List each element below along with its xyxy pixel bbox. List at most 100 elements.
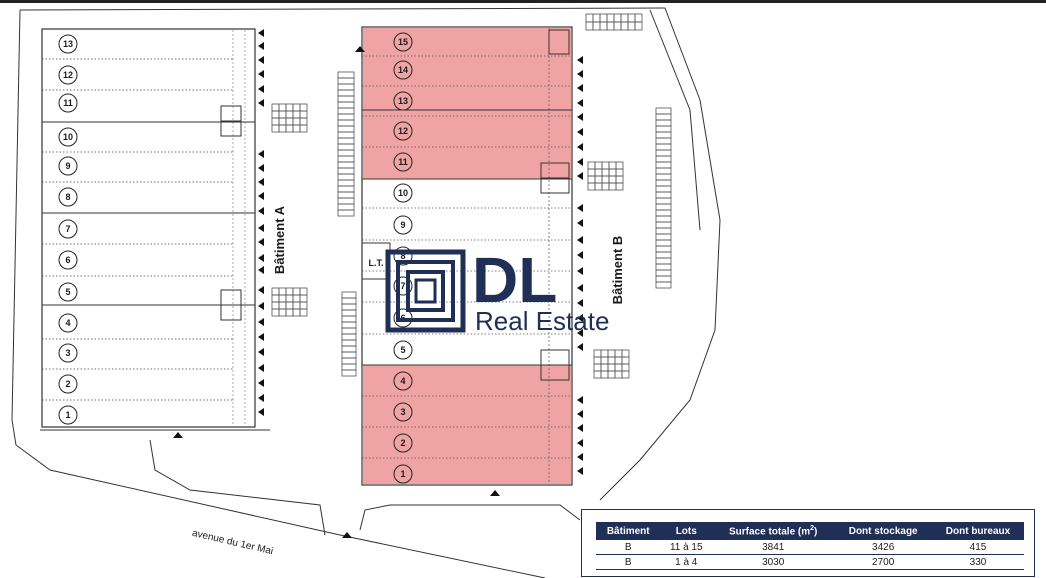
brand-sub: Real Estate bbox=[475, 306, 609, 336]
building-b-lot-2: 2 bbox=[393, 433, 413, 453]
lot-number: 12 bbox=[63, 70, 73, 80]
access-marker-icon bbox=[577, 267, 583, 275]
building-a-lot-11: 11 bbox=[58, 93, 78, 113]
building-a-lot-9: 9 bbox=[58, 156, 78, 176]
access-marker-icon bbox=[577, 453, 583, 461]
access-marker-icon bbox=[258, 178, 264, 186]
access-marker-icon bbox=[490, 490, 500, 496]
access-marker-icon bbox=[577, 84, 583, 92]
lot-number: 5 bbox=[65, 287, 70, 297]
lots-table-panel: Bâtiment Lots Surface totale (m2) Dont s… bbox=[581, 509, 1035, 577]
lot-number: 4 bbox=[65, 318, 70, 328]
th-batiment: Bâtiment bbox=[596, 522, 661, 540]
lot-number: 15 bbox=[398, 37, 408, 47]
site-outline bbox=[11, 7, 721, 578]
highlighted-lots-11-15 bbox=[363, 28, 571, 179]
cell-bureaux: 330 bbox=[931, 554, 1024, 570]
access-marker-icon bbox=[258, 164, 264, 172]
highlighted-lots-1-4 bbox=[363, 365, 571, 484]
access-marker-icon bbox=[342, 532, 352, 538]
building-a-lot-8: 8 bbox=[58, 187, 78, 207]
lot-number: 7 bbox=[400, 281, 405, 291]
access-marker-icon bbox=[258, 379, 264, 387]
access-marker-icon bbox=[258, 224, 264, 232]
lot-number: 13 bbox=[63, 39, 73, 49]
lot-number: 2 bbox=[400, 438, 405, 448]
cell-bureaux: 415 bbox=[931, 540, 1024, 555]
access-marker-icon bbox=[577, 424, 583, 432]
building-b-lot-14: 14 bbox=[393, 60, 413, 80]
access-marker-icon bbox=[258, 333, 264, 341]
access-marker-icon bbox=[577, 314, 583, 322]
lot-number: 3 bbox=[65, 348, 70, 358]
access-marker-icon bbox=[577, 236, 583, 244]
table-row: B 11 à 15 3841 3426 415 bbox=[596, 540, 1024, 555]
lot-number: 9 bbox=[400, 220, 405, 230]
building-b-label: Bâtiment B bbox=[610, 236, 625, 305]
access-marker-icon bbox=[258, 266, 264, 274]
th-lots: Lots bbox=[660, 522, 713, 540]
lot-number: 8 bbox=[400, 251, 405, 261]
access-marker-icon bbox=[258, 150, 264, 158]
local-technique-label: L.T. bbox=[369, 258, 384, 268]
lot-number: 14 bbox=[398, 65, 408, 75]
building-b-lot-10: 10 bbox=[393, 183, 413, 203]
lot-number: 12 bbox=[398, 126, 408, 136]
cell-surface: 3030 bbox=[712, 554, 835, 570]
access-marker-icon bbox=[577, 467, 583, 475]
access-marker-icon bbox=[577, 329, 583, 337]
access-marker-icon bbox=[258, 70, 264, 78]
access-marker-icon bbox=[577, 343, 583, 351]
access-marker-icon bbox=[258, 254, 264, 262]
building-a-lot-1: 1 bbox=[58, 405, 78, 425]
building-a-lot-6: 6 bbox=[58, 250, 78, 270]
building-b-lot-1: 1 bbox=[393, 464, 413, 484]
building-a-lot-3: 3 bbox=[58, 343, 78, 363]
access-marker-icon bbox=[577, 172, 583, 180]
building-a-lot-2: 2 bbox=[58, 374, 78, 394]
access-marker-icon bbox=[258, 85, 264, 93]
brand-mark: DL bbox=[472, 244, 557, 316]
cell-stockage: 3426 bbox=[834, 540, 932, 555]
access-marker-icon bbox=[173, 432, 183, 438]
lot-number: 2 bbox=[65, 379, 70, 389]
lot-number: 6 bbox=[65, 255, 70, 265]
access-marker-icon bbox=[258, 348, 264, 356]
access-marker-icon bbox=[258, 238, 264, 246]
cell-batiment: B bbox=[596, 540, 661, 555]
access-marker-icon bbox=[258, 192, 264, 200]
access-marker-icon bbox=[258, 302, 264, 310]
lots-table: Bâtiment Lots Surface totale (m2) Dont s… bbox=[596, 522, 1024, 570]
table-row: B 1 à 4 3030 2700 330 bbox=[596, 554, 1024, 570]
access-marker-icon bbox=[577, 113, 583, 121]
access-marker-icon bbox=[258, 318, 264, 326]
lot-number: 10 bbox=[63, 132, 73, 142]
parking-left bbox=[271, 13, 672, 379]
lot-number: 8 bbox=[65, 192, 70, 202]
building-b-lot-15: 15 bbox=[393, 32, 413, 52]
building-b-lot-7: 7 bbox=[393, 276, 413, 296]
brand-logo-icon bbox=[385, 249, 466, 333]
lot-number: 9 bbox=[65, 161, 70, 171]
building-a-lot-5: 5 bbox=[58, 282, 78, 302]
building-a-lot-12: 12 bbox=[58, 65, 78, 85]
access-marker-icon bbox=[577, 299, 583, 307]
access-marker-icon bbox=[258, 99, 264, 107]
th-bureaux: Dont bureaux bbox=[931, 522, 1024, 540]
lot-number: 1 bbox=[400, 469, 405, 479]
access-marker-icon bbox=[258, 394, 264, 402]
access-marker-icon bbox=[258, 56, 264, 64]
access-marker-icon bbox=[577, 70, 583, 78]
cell-surface: 3841 bbox=[712, 540, 835, 555]
building-a-lot-4: 4 bbox=[58, 313, 78, 333]
building-a-lot-7: 7 bbox=[58, 219, 78, 239]
access-marker-icon bbox=[577, 204, 583, 212]
building-b-lot-8: 8 bbox=[393, 246, 413, 266]
building-b-lot-9: 9 bbox=[393, 215, 413, 235]
access-marker-icon bbox=[577, 251, 583, 259]
access-marker-icon bbox=[577, 284, 583, 292]
access-marker-icon bbox=[577, 128, 583, 136]
access-marker-icon bbox=[577, 410, 583, 418]
